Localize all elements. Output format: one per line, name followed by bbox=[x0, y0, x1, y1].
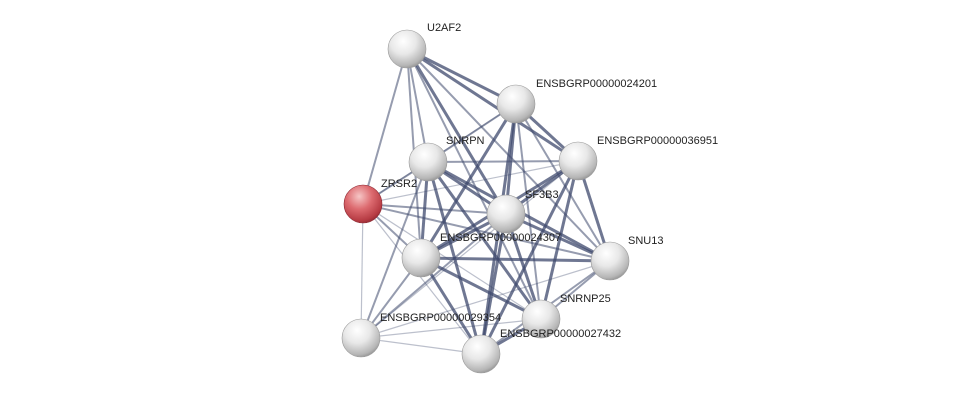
node-label-snu13: SNU13 bbox=[628, 235, 663, 247]
node-label-ensbgrp00000024201: ENSBGRP00000024201 bbox=[536, 78, 657, 90]
node-label-zrsr2: ZRSR2 bbox=[381, 178, 417, 190]
node-ensbgrp00000024201[interactable] bbox=[496, 84, 536, 124]
node-label-u2af2: U2AF2 bbox=[427, 22, 461, 34]
node-u2af2[interactable] bbox=[387, 29, 427, 69]
edge-zrsr2-snu13 bbox=[362, 203, 611, 262]
edge-zrsr2-ensbgrp00000027432 bbox=[362, 203, 482, 355]
node-snrpn[interactable] bbox=[408, 142, 448, 182]
edge-ensbgrp00000024307-snrnp25 bbox=[420, 256, 542, 321]
edge-ensbgrp00000036951-ensbgrp00000027432 bbox=[479, 160, 580, 355]
edge-u2af2-snrnp25 bbox=[406, 48, 542, 320]
edge-ensbgrp00000024201-snrnp25 bbox=[515, 103, 542, 320]
edge-u2af2-ensbgrp00000024201 bbox=[406, 47, 517, 106]
edge-u2af2-zrsr2 bbox=[362, 48, 408, 205]
node-zrsr2[interactable] bbox=[343, 184, 383, 224]
node-label-ensbgrp00000024307: ENSBGRP00000024307 bbox=[440, 232, 561, 244]
node-label-snrpn: SNRPN bbox=[446, 135, 485, 147]
edge-layer bbox=[360, 47, 612, 356]
edge-u2af2-sf3b3 bbox=[405, 48, 508, 215]
node-label-ensbgrp00000027432: ENSBGRP00000027432 bbox=[500, 328, 621, 340]
edge-zrsr2-ensbgrp00000029354 bbox=[360, 203, 364, 339]
edge-ensbgrp00000024201-snu13 bbox=[515, 103, 611, 262]
node-ensbgrp00000027432[interactable] bbox=[461, 334, 501, 374]
node-label-ensbgrp00000036951: ENSBGRP00000036951 bbox=[597, 135, 718, 147]
node-ensbgrp00000029354[interactable] bbox=[341, 318, 381, 358]
edge-u2af2-ensbgrp00000036951 bbox=[406, 47, 579, 163]
edge-snrnp25-ensbgrp00000029354 bbox=[360, 318, 542, 339]
edge-sf3b3-ensbgrp00000027432 bbox=[479, 213, 508, 355]
node-label-ensbgrp00000029354: ENSBGRP00000029354 bbox=[380, 312, 501, 324]
edge-ensbgrp00000029354-ensbgrp00000027432 bbox=[360, 337, 482, 355]
node-ensbgrp00000024307[interactable] bbox=[401, 238, 441, 278]
edge-ensbgrp00000036951-zrsr2 bbox=[362, 160, 579, 205]
edge-zrsr2-sf3b3 bbox=[362, 203, 507, 215]
node-label-snrnp25: SNRNP25 bbox=[560, 293, 611, 305]
edge-ensbgrp00000024201-ensbgrp00000024307 bbox=[419, 103, 518, 259]
node-snrnp25[interactable] bbox=[521, 299, 561, 339]
node-sf3b3[interactable] bbox=[486, 194, 526, 234]
edge-snu13-ensbgrp00000029354 bbox=[360, 260, 611, 339]
node-layer bbox=[341, 29, 630, 374]
edge-zrsr2-snrnp25 bbox=[362, 203, 542, 320]
edge-ensbgrp00000036951-snrpn bbox=[427, 160, 579, 163]
edge-ensbgrp00000036951-ensbgrp00000029354 bbox=[360, 160, 579, 339]
edge-snrpn-ensbgrp00000029354 bbox=[360, 161, 429, 339]
node-label-sf3b3: SF3B3 bbox=[525, 189, 559, 201]
node-ensbgrp00000036951[interactable] bbox=[558, 141, 598, 181]
edge-snrpn-snrnp25 bbox=[426, 161, 543, 320]
edge-ensbgrp00000036951-snrnp25 bbox=[539, 160, 580, 320]
node-snu13[interactable] bbox=[590, 241, 630, 281]
edge-ensbgrp00000024307-snu13 bbox=[420, 256, 611, 263]
